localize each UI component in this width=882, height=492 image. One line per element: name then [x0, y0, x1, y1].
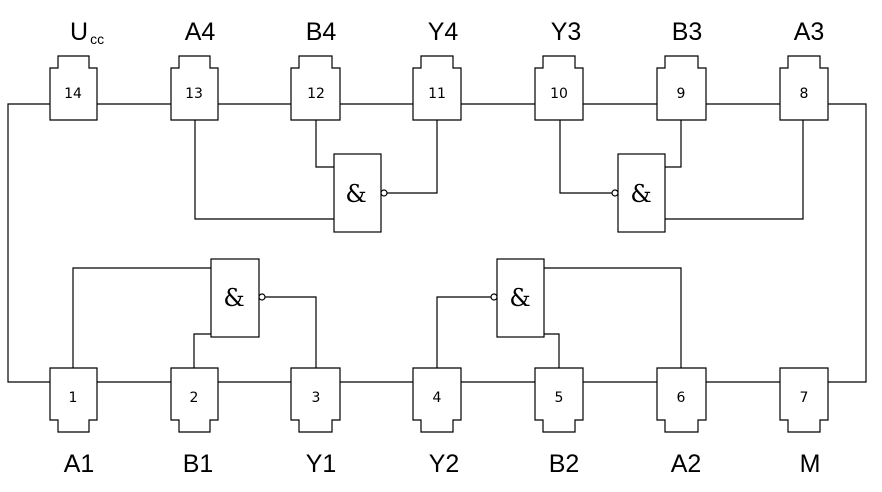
package-outline [7, 103, 867, 383]
pin-9: 9 B3 [656, 18, 707, 121]
nand-gate-1: & [210, 258, 266, 338]
pin-2: 2 B1 [170, 367, 219, 478]
pin-label: B1 [183, 450, 214, 478]
gate-symbol: & [223, 284, 244, 312]
pin-label-subscript: cc [90, 31, 104, 47]
pin-number: 8 [800, 86, 809, 102]
pin-number: 11 [428, 86, 446, 102]
gate-symbol: & [509, 284, 530, 312]
pin-5: 5 B2 [534, 367, 584, 478]
pin-label: M [800, 450, 821, 478]
nand-gate-4: & [333, 153, 388, 233]
pin-3: 3 Y1 [290, 367, 341, 478]
pin-label: A2 [671, 450, 702, 478]
pin-number: 6 [677, 390, 686, 406]
pin-number: 13 [185, 86, 203, 102]
inversion-bubble [258, 293, 266, 301]
inversion-bubble [611, 189, 619, 197]
pin-label: B4 [306, 18, 337, 46]
pin-label: Y3 [551, 18, 582, 46]
pin-number: 2 [190, 390, 199, 406]
pin-label: Y2 [429, 450, 460, 478]
pin-label: Y4 [428, 18, 459, 46]
pin-4: 4 Y2 [412, 367, 462, 478]
nand-gate-3: & [611, 153, 666, 233]
pin-12: 12 B4 [290, 18, 341, 121]
pin-number: 14 [64, 86, 82, 102]
gate-symbol: & [345, 180, 366, 208]
pin-11: 11 Y4 [412, 18, 462, 121]
pin-number: 9 [677, 86, 686, 102]
gate-symbol: & [630, 180, 651, 208]
inversion-bubble [490, 293, 498, 301]
pin-8: 8 A3 [779, 18, 829, 121]
bottom-pin-row: 1 A1 2 B1 3 Y1 4 Y2 5 B2 6 A2 [49, 367, 829, 478]
pin-13: 13 A4 [170, 18, 219, 121]
internal-wiring [72, 120, 804, 368]
pin-number: 7 [800, 390, 809, 406]
inversion-bubble [380, 189, 388, 197]
nand-gate-2: & [490, 258, 545, 338]
pin-number: 3 [312, 390, 321, 406]
pin-number: 1 [69, 390, 78, 406]
pin-label: Y1 [306, 450, 337, 478]
pin-label: A1 [64, 450, 95, 478]
pin-label: U [70, 18, 88, 46]
pin-6: 6 A2 [656, 367, 707, 478]
pin-1: 1 A1 [49, 367, 98, 478]
pin-label: A3 [794, 18, 825, 46]
pin-label: B2 [549, 450, 580, 478]
pin-number: 4 [433, 390, 442, 406]
pin-label: B3 [672, 18, 703, 46]
pin-number: 10 [550, 86, 568, 102]
pin-label: A4 [185, 18, 216, 46]
pin-number: 5 [555, 390, 564, 406]
pin-10: 10 Y3 [534, 18, 584, 121]
pin-7: 7 M [779, 367, 829, 478]
pin-number: 12 [307, 86, 325, 102]
